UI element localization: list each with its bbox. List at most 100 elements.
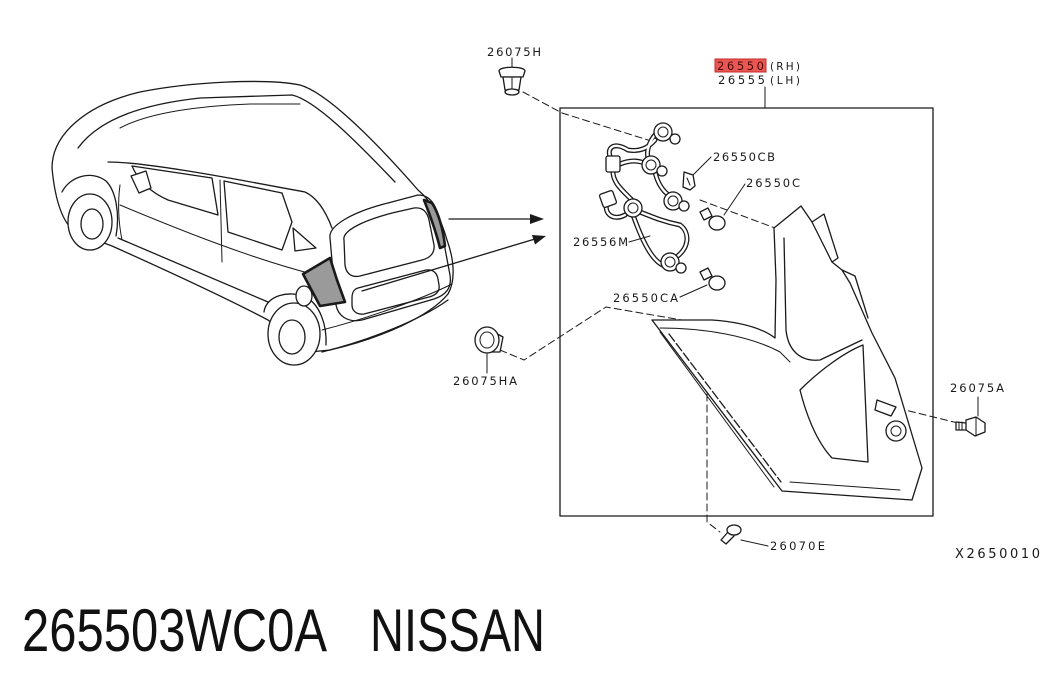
screw-bottom xyxy=(720,524,742,545)
bulb-wedge-filament xyxy=(686,177,691,186)
lamp-led-strip xyxy=(668,333,782,483)
pointer-arrow-upper-head xyxy=(530,214,544,224)
socket-bulb xyxy=(675,262,687,274)
caption: 265503WC0A NISSAN xyxy=(22,597,545,664)
lamp-lower-edge-line xyxy=(789,481,901,491)
car-rear-window xyxy=(343,207,435,278)
socket-body xyxy=(653,122,673,142)
car-bumper-bottom xyxy=(321,299,449,353)
dashed-line-bulbs-to-lamp xyxy=(699,199,776,229)
car-rear-side-window xyxy=(223,180,293,251)
pointer-arrow-lower xyxy=(361,238,536,292)
car-front-wheel-arch xyxy=(61,174,119,237)
car-roof-panel-line xyxy=(119,103,301,129)
socket-body xyxy=(623,198,643,218)
assembly-dashed-lines xyxy=(499,91,959,533)
screw-bottom-head xyxy=(726,524,742,536)
car-right-tail-lamp xyxy=(422,198,447,250)
callout-screw-bottom: 26070E xyxy=(770,539,825,553)
car-rear-wheel-hub xyxy=(278,319,306,355)
harness-wire xyxy=(610,167,635,203)
socket-bulb xyxy=(669,133,681,145)
wiring-harness xyxy=(598,122,690,274)
harness-wire-core-line xyxy=(638,210,689,260)
clip-upper-tip xyxy=(504,88,520,96)
car-quarter-window xyxy=(292,227,317,252)
socket-ring xyxy=(657,126,669,138)
leader-bulb-ca xyxy=(679,284,708,298)
socket-body xyxy=(641,155,661,175)
socket-ring xyxy=(627,202,639,214)
vehicle-illustration xyxy=(51,80,454,366)
clip-upper-head xyxy=(498,66,526,78)
harness-wire-core-line xyxy=(608,138,657,162)
pointer-arrow-lower-head xyxy=(532,235,546,245)
bulb-socket xyxy=(641,155,668,177)
callout-bolt-right: 26075A xyxy=(950,381,1004,395)
callout-harness: 26556M xyxy=(573,235,628,249)
car-door-line xyxy=(219,179,223,263)
bolt-right xyxy=(955,416,986,437)
leader-lines xyxy=(486,57,979,547)
harness-connector xyxy=(605,155,621,173)
caption-part-number: 265503WC0A xyxy=(22,597,327,664)
callout-clip-upper: 26075H xyxy=(487,45,541,59)
bolt-right-shank xyxy=(955,421,967,431)
dashed-line-bottom-screw xyxy=(706,327,721,533)
car-window-belt xyxy=(107,161,333,229)
leader-harness xyxy=(628,235,651,243)
clip-left-head xyxy=(474,326,500,354)
lamp-mount-hole-inner xyxy=(890,425,902,437)
dashed-line-right-bolt xyxy=(904,409,959,424)
car-front-wheel xyxy=(67,193,113,251)
pointer-arrows xyxy=(361,214,546,292)
car-rear-reflector xyxy=(295,285,313,307)
callout-labels: 26075H 26550 (RH) 26555 (LH) 26550CB 265… xyxy=(453,45,1040,562)
bulb-wedge-glass xyxy=(682,171,696,191)
lamp-upper-tab xyxy=(811,213,839,263)
lamp-side-tab xyxy=(841,269,869,319)
harness-wire-core-line xyxy=(611,168,634,202)
socket-bulb xyxy=(656,165,668,177)
bulb-wedge xyxy=(682,171,696,191)
callout-bulb-cb: 26550CB xyxy=(713,150,775,164)
lamp-housing-outline xyxy=(651,205,923,501)
lamp-lens-top-edge xyxy=(659,327,791,363)
socket-body xyxy=(660,252,680,272)
lamp-mount-bracket xyxy=(874,399,897,417)
lamp-inner-rim xyxy=(783,237,863,361)
bulb-socket xyxy=(660,252,687,274)
leader-screw-bottom xyxy=(740,539,769,547)
push-clip-left xyxy=(474,326,504,354)
socket-ring xyxy=(645,159,657,171)
car-left-tail-lamp xyxy=(301,256,347,308)
dashed-line-left-clip xyxy=(499,306,706,361)
bulb-socket xyxy=(663,191,690,212)
car-side-character-line xyxy=(119,204,313,275)
bulb-round-lower xyxy=(699,267,726,291)
bulb-round-lower-base xyxy=(699,267,713,281)
socket-ring xyxy=(667,195,679,207)
car-body-outline xyxy=(51,80,454,353)
bulb-round-lower-glass xyxy=(708,275,726,291)
callout-bulb-ca: 26550CA xyxy=(613,291,678,305)
clip-left-head-ring xyxy=(479,331,495,349)
car-front-wheel-hub xyxy=(80,208,104,240)
rear-combination-lamp xyxy=(651,205,923,501)
car-rear-hatch xyxy=(329,194,452,322)
harness-wire xyxy=(630,212,668,269)
harness-connector xyxy=(598,189,618,209)
car-rear-wheel xyxy=(267,302,321,366)
car-roof-line xyxy=(77,94,396,183)
exploded-view-frame xyxy=(559,107,934,517)
lamp-mount-hole xyxy=(885,420,907,442)
bulb-socket xyxy=(623,198,643,218)
callout-lamp-rh-number: 26550 xyxy=(717,59,764,73)
callout-clip-left: 26075HA xyxy=(453,374,517,388)
callout-bulb-c: 26550C xyxy=(746,176,800,190)
car-front-side-window xyxy=(131,165,219,216)
callout-lamp-lh-number: 26555 xyxy=(718,73,765,87)
dashed-line-upper-clip xyxy=(522,91,649,141)
bulb-socket xyxy=(653,122,681,145)
